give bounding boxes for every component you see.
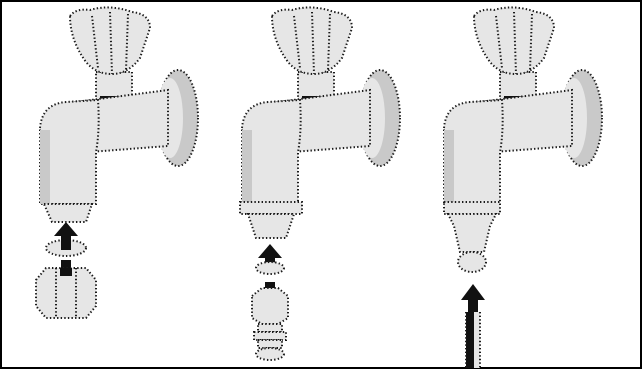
panel-1-up-arrow-icon [54, 222, 78, 274]
panel-2-hose-adapter-icon [251, 261, 289, 361]
panel-1-aerator-nut-icon [35, 267, 97, 319]
panel-3-up-arrow-icon [461, 284, 485, 312]
panel-3-faucet-icon [443, 6, 603, 205]
panel-2-faucet-icon [241, 6, 401, 205]
panel-1-faucet-icon [39, 6, 199, 205]
panel-1-spout-tip [42, 203, 94, 223]
panel-3-hose-tube-icon [465, 312, 481, 368]
panel-2-spout-collar [239, 201, 303, 239]
panel-3-connector-nozzle-icon [443, 201, 501, 273]
